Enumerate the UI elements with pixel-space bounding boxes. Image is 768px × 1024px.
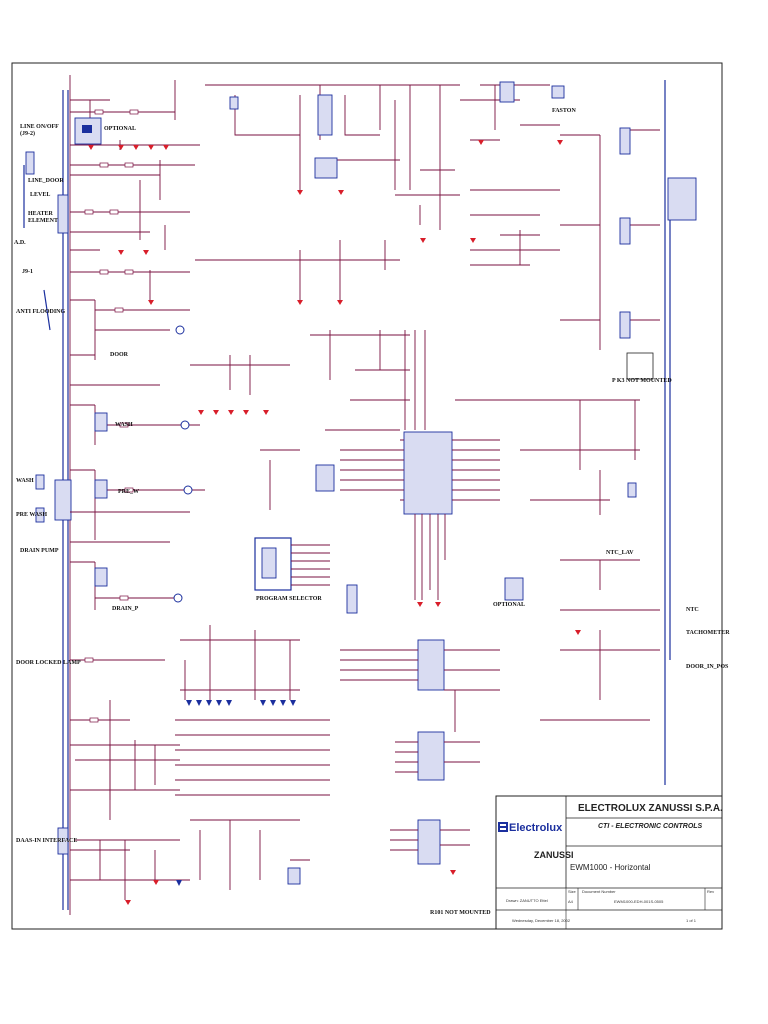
label-door: DOOR (110, 352, 129, 358)
doc-number-label: Document Number (582, 889, 616, 894)
date: Wednesday, December 18, 2002 (512, 918, 571, 923)
optional-block (74, 117, 102, 145)
program-selector (254, 537, 358, 614)
label-program-selector: PROGRAM SELECTOR (256, 596, 322, 602)
label-ntc: NTC (686, 607, 699, 613)
label-pre-wash: PRE WASH (16, 512, 47, 518)
label-wash-left: WASH (16, 478, 34, 484)
label-j9-2: (J9-2) (20, 130, 35, 137)
label-j9-1: J9-1 (22, 269, 33, 275)
led-row (186, 700, 296, 706)
label-element: ELEMENT (28, 218, 58, 224)
bottom-left-section (75, 740, 310, 900)
sheet-border (11, 62, 723, 930)
label-line-door: LINE_DOOR (28, 178, 64, 184)
project-name: EWM1000 - Horizontal (570, 863, 651, 872)
label-optional-mid: OPTIONAL (493, 602, 525, 608)
doc-number-value: EWM1000-EDH-001S-0505 (614, 899, 664, 904)
label-tachometer: TACHOMETER (686, 630, 730, 636)
label-r101-not-mounted: R101 NOT MOUNTED (430, 910, 491, 916)
led-matrix-section (175, 625, 330, 796)
title-block: Electrolux ZANUSSI ELECTROLUX ZANUSSI S.… (495, 795, 723, 930)
power-supply-section (205, 84, 460, 230)
label-wash-mid: WASH (115, 422, 133, 428)
label-not-mounted: P K3 NOT MOUNTED (612, 378, 672, 384)
size-label: Size (568, 889, 577, 894)
electrolux-logo-icon (498, 822, 508, 832)
label-drain-in-interface: DAAS-IN INTERFACE (16, 838, 77, 844)
label-optional-top: OPTIONAL (104, 126, 136, 132)
right-middle-wiring (455, 399, 660, 721)
label-drain-pump: DRAIN PUMP (20, 548, 59, 554)
label-anti-flooding: ANTI FLOODING (16, 309, 66, 315)
ground-symbols (88, 140, 581, 905)
drawn-by: Drawn: ZANUTTO Ettel (506, 898, 548, 903)
main-microcontroller (400, 431, 500, 600)
division-name: CTI - ELECTRONIC CONTROLS (598, 823, 703, 830)
shift-register-ics (340, 639, 500, 865)
left-connectors (23, 151, 72, 855)
right-bus (664, 80, 671, 785)
label-ntc-lav: NTC_LAV (606, 550, 634, 556)
rev-label: Rev (707, 889, 714, 894)
left-resistors (84, 109, 139, 723)
sheet-number: 1 of 1 (686, 918, 697, 923)
left-triacs (94, 325, 193, 603)
size-value: A4 (568, 899, 574, 904)
center-middle-wiring (190, 240, 426, 510)
label-pre-w: PRE_W (118, 489, 139, 495)
logo-zanussi: ZANUSSI (534, 850, 574, 860)
label-level: LEVEL (30, 192, 50, 198)
label-door-in-pos: DOOR_IN_POS (686, 664, 729, 670)
logo-electrolux: Electrolux (509, 822, 563, 834)
label-ad: A.D. (14, 240, 26, 246)
label-line-on-off: LINE ON/OFF (20, 124, 59, 130)
label-door-locked-lamp: DOOR LOCKED LAMP (16, 660, 81, 666)
top-right-section (460, 81, 697, 380)
label-faston: FASTON (552, 108, 576, 114)
label-drain-p: DRAIN_P (112, 606, 139, 612)
label-heater: HEATER (28, 211, 54, 217)
company-name: ELECTROLUX ZANUSSI S.P.A. (578, 803, 723, 814)
